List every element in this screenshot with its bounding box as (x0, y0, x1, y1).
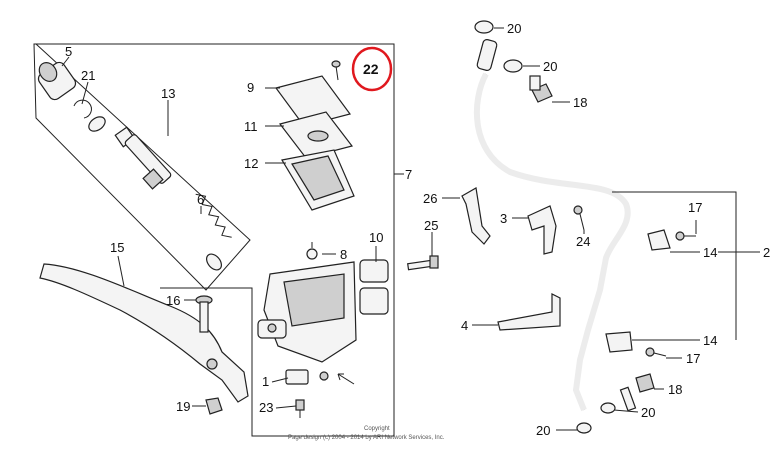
part-washer (88, 116, 106, 132)
callout-15: 15 (110, 240, 124, 255)
copyright-line2: Page design (c) 2004 - 2014 by ARI Netwo… (288, 435, 445, 441)
part-boot-5 (37, 61, 77, 101)
piston-kit-box-13 (33, 43, 251, 291)
part-plate-11 (278, 111, 354, 159)
part-circlip-21 (73, 99, 92, 119)
callout-11: 11 (244, 119, 258, 134)
part-screw-23 (295, 399, 305, 418)
callout-12: 12 (244, 156, 258, 171)
callout-22: 22 (363, 61, 379, 77)
part-switch-1 (285, 369, 329, 385)
part-bolt-17-lower (645, 347, 667, 357)
part-bolt-8 (306, 242, 318, 260)
part-cap-9 (274, 75, 352, 127)
part-spring-6 (195, 193, 232, 271)
part-screw-22 (331, 60, 341, 81)
part-clamp-14-upper (647, 229, 671, 251)
callout-18-low: 18 (668, 382, 682, 397)
callout-17-top: 17 (688, 200, 702, 215)
callout-25: 25 (424, 218, 438, 233)
callout-7: 7 (405, 167, 412, 182)
callout-16: 16 (166, 293, 180, 308)
callout-20-lowl: 20 (536, 423, 550, 438)
part-clamp-3 (527, 205, 557, 255)
callout-23: 23 (259, 400, 273, 415)
leader-lines (61, 27, 760, 431)
callout-20-lowr: 20 (641, 405, 655, 420)
part-master-cylinder-body-7 (257, 261, 357, 363)
group-frame-7 (34, 43, 395, 437)
callout-13: 13 (161, 86, 175, 101)
callout-17-low: 17 (686, 351, 700, 366)
callout-24: 24 (576, 234, 590, 249)
part-banjo-bolt-18-top (529, 75, 553, 103)
copyright-line1: Copyright (364, 426, 390, 432)
callout-18-top: 18 (573, 95, 587, 110)
part-washer-20-lower-right (600, 402, 616, 414)
part-bracket-26 (461, 187, 491, 245)
callout-2: 2 (763, 245, 770, 260)
callout-4: 4 (461, 318, 468, 333)
part-lever-15 (39, 263, 249, 403)
part-banjo-bolt-18-lower (619, 373, 655, 412)
callout-14-low: 14 (703, 333, 717, 348)
callout-20-mid: 20 (543, 59, 557, 74)
part-bolt-24 (573, 205, 585, 231)
part-washer-20-mid (503, 59, 523, 73)
part-diaphragm-12 (281, 149, 355, 211)
part-washer-20-lower-left (576, 422, 592, 434)
part-bolt-17-upper (675, 231, 696, 241)
callout-14-top: 14 (703, 245, 717, 260)
part-holder-10 (359, 259, 389, 315)
part-clamp-14-lower (605, 331, 633, 353)
callout-8: 8 (340, 247, 347, 262)
callout-9: 9 (247, 80, 254, 95)
part-bracket-4 (497, 293, 561, 331)
callout-6: 6 (197, 192, 204, 207)
callout-1: 1 (262, 374, 269, 389)
part-brake-hose-2 (473, 38, 631, 412)
callout-21: 21 (81, 68, 95, 83)
callout-20-top: 20 (507, 21, 521, 36)
part-nut-19 (205, 397, 223, 415)
callout-26: 26 (423, 191, 437, 206)
callout-10: 10 (369, 230, 383, 245)
highlight-circle (351, 46, 393, 92)
part-bolt-25 (407, 255, 439, 271)
part-washer-20-top (474, 20, 494, 34)
callout-19: 19 (176, 399, 190, 414)
callout-5: 5 (65, 44, 72, 59)
callout-3: 3 (500, 211, 507, 226)
part-piston (114, 126, 172, 190)
